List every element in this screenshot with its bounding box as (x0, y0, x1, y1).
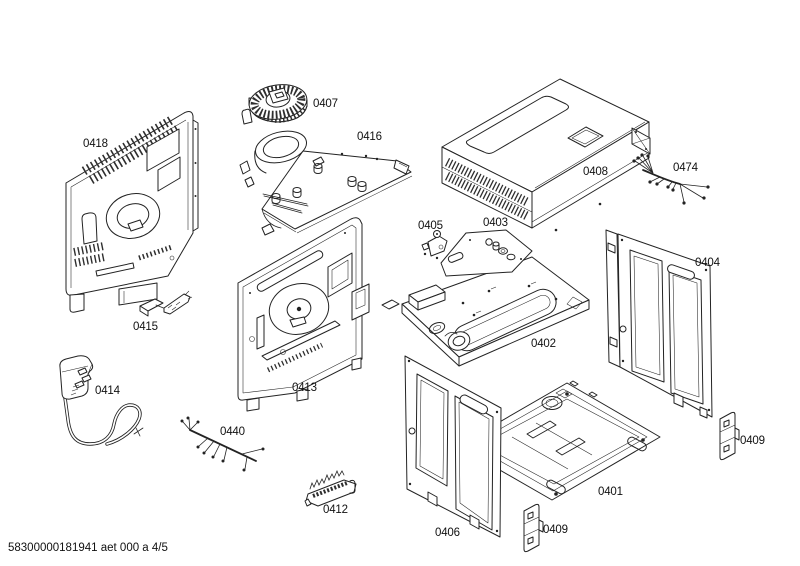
part-label-0401: 0401 (598, 486, 623, 498)
part-label-0413: 0413 (292, 382, 317, 394)
vent-slots (444, 157, 530, 207)
part-label-0406: 0406 (435, 527, 460, 539)
document-code: 58300000181941 aet 000 a 4/5 (8, 542, 168, 554)
part-label-0409-bottom: 0409 (543, 524, 568, 536)
vent-slots-top (81, 115, 176, 175)
part-0402-oven-top-panel (381, 256, 590, 367)
part-label-0405: 0405 (418, 220, 443, 232)
part-label-0418: 0418 (83, 138, 108, 150)
part-0413-rear-inner-panel (237, 217, 370, 412)
vent-slots-bottom2 (74, 253, 106, 267)
part-label-0409-right: 0409 (740, 435, 765, 447)
part-0412-terminal-strip (304, 469, 357, 507)
part-label-0408: 0408 (583, 166, 608, 178)
part-0440-cable-harness (180, 416, 265, 472)
part-label-0416: 0416 (357, 131, 382, 143)
part-0414-power-cord (59, 355, 144, 446)
part-0409-hinge-bracket-right (719, 411, 740, 461)
part-label-0403: 0403 (483, 217, 508, 229)
part-0408-top-cover (441, 78, 651, 232)
part-0404-side-panel-right (605, 229, 713, 419)
part-0474-cable-harness (632, 153, 710, 205)
part-label-0415: 0415 (133, 321, 158, 333)
vent-slots2 (444, 171, 530, 221)
part-label-0440: 0440 (220, 426, 245, 438)
part-label-0474: 0474 (673, 162, 699, 174)
standoff-pins (271, 163, 367, 204)
part-0416-fan-housing-panel (239, 130, 413, 236)
part-label-0404-number: 0404 (695, 257, 721, 269)
part-0406-side-panel-left (404, 355, 502, 538)
vent-slots-bottom (73, 242, 105, 256)
part-label-0414: 0414 (95, 385, 121, 397)
part-label-0402: 0402 (531, 338, 556, 350)
part-label-0407: 0407 (313, 98, 338, 110)
part-label-0412: 0412 (323, 504, 348, 516)
part-0418-rear-outer-panel (65, 111, 199, 313)
part-0409-hinge-bracket-bottom (523, 503, 544, 553)
part-0415-clip (139, 290, 193, 317)
part-0403-cover-plate (440, 229, 533, 277)
part-0405-thermostat (421, 230, 448, 260)
part-0407-fan-wheel (241, 84, 308, 125)
